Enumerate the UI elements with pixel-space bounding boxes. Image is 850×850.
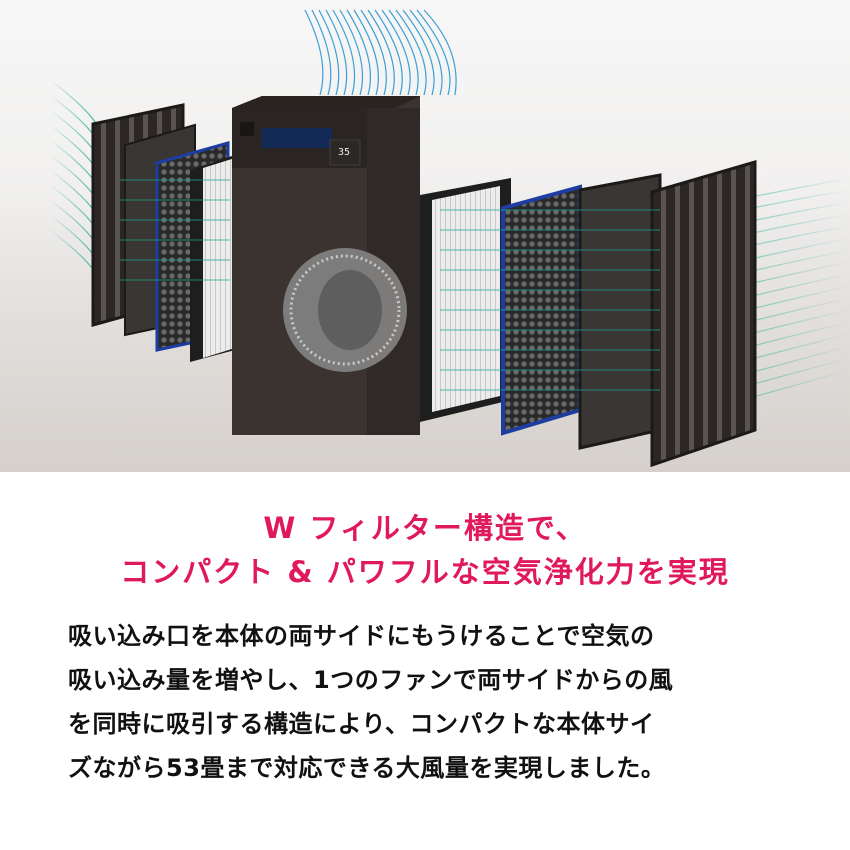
right-hepa-filter (420, 178, 511, 422)
display-readout: 35 (338, 147, 350, 158)
filter-airflow (120, 179, 660, 391)
description-line: 吸い込み口を本体の両サイドにもうけることで空気の (68, 622, 655, 650)
left-hepa-filter (190, 155, 235, 362)
product-illustration: 35 (0, 0, 850, 472)
headline: W フィルター構造で、 コンパクト & パワフルな空気浄化力を実現 (0, 506, 850, 594)
description-line: 吸い込み量を増やし、1つのファンで両サイドからの風 (68, 666, 674, 694)
description-line: を同時に吸引する構造により、コンパクトな本体サイ (68, 710, 655, 738)
description-line: ズながら53畳まで対応できる大風量を実現しました。 (68, 754, 666, 782)
exploded-view-graphic: 35 (49, 9, 850, 468)
fan-rotor (283, 248, 407, 372)
top-airflow (304, 9, 457, 96)
headline-line-2: コンパクト & パワフルな空気浄化力を実現 (120, 555, 730, 589)
right-prefilter (578, 173, 662, 450)
description: 吸い込み口を本体の両サイドにもうけることで空気の 吸い込み量を増やし、1つのファ… (68, 614, 788, 790)
right-outer-panel (650, 160, 757, 468)
headline-line-1: W フィルター構造で、 (263, 511, 587, 545)
